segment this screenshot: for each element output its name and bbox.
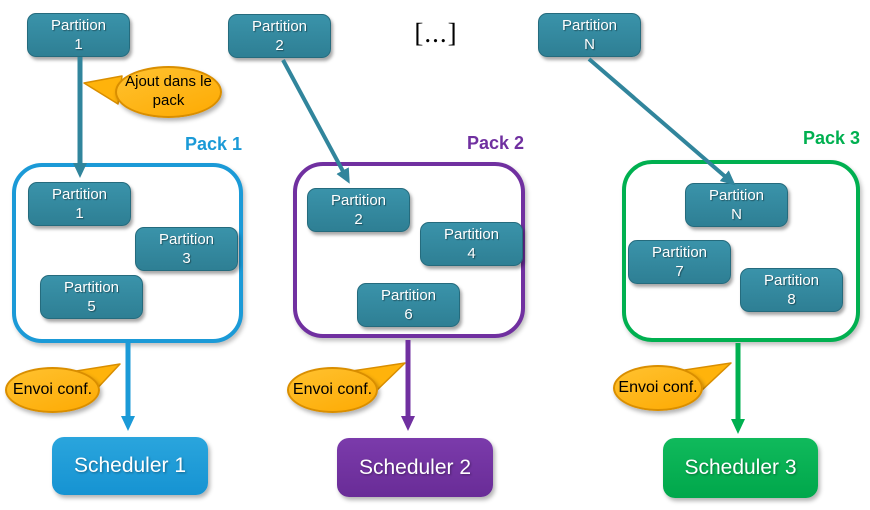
pack2-partition-6: Partition 6	[357, 283, 460, 327]
callout-envoi-conf-2: Envoi conf.	[287, 367, 378, 413]
top-partition-n: Partition N	[538, 13, 641, 57]
pack2-partition-2: Partition 2	[307, 188, 410, 232]
pack1-partition-3: Partition 3	[135, 227, 238, 271]
pack3-partition-7: Partition 7	[628, 240, 731, 284]
scheduler-2-box: Scheduler 2	[337, 438, 493, 497]
ellipsis-label: [...]	[414, 18, 458, 48]
pack-1-title: Pack 1	[184, 134, 242, 154]
pack3-partition-n: Partition N	[685, 183, 788, 227]
pack1-partition-1: Partition 1	[28, 182, 131, 226]
arrow-partition2-to-pack2	[281, 59, 350, 184]
pack1-partition-5: Partition 5	[40, 275, 143, 319]
scheduler-1-box: Scheduler 1	[52, 437, 208, 495]
callout-ajout-dans-le-pack: Ajout dans le pack	[115, 66, 222, 118]
pack-3-box: Partition N Partition 7 Partition 8	[622, 160, 860, 342]
pack-1-box: Partition 1 Partition 3 Partition 5	[12, 163, 243, 343]
pack2-partition-4: Partition 4	[420, 222, 523, 266]
pack-2-title: Pack 2	[466, 133, 524, 153]
scheduler-3-box: Scheduler 3	[663, 438, 818, 498]
top-partition-1: Partition 1	[27, 13, 130, 57]
pack3-partition-8: Partition 8	[740, 268, 843, 312]
pack-2-box: Partition 2 Partition 4 Partition 6	[293, 162, 525, 338]
top-partition-2: Partition 2	[228, 14, 331, 58]
pack-3-title: Pack 3	[802, 128, 860, 148]
callout-envoi-conf-3: Envoi conf.	[613, 365, 703, 411]
callout-envoi-conf-1: Envoi conf.	[5, 367, 100, 413]
